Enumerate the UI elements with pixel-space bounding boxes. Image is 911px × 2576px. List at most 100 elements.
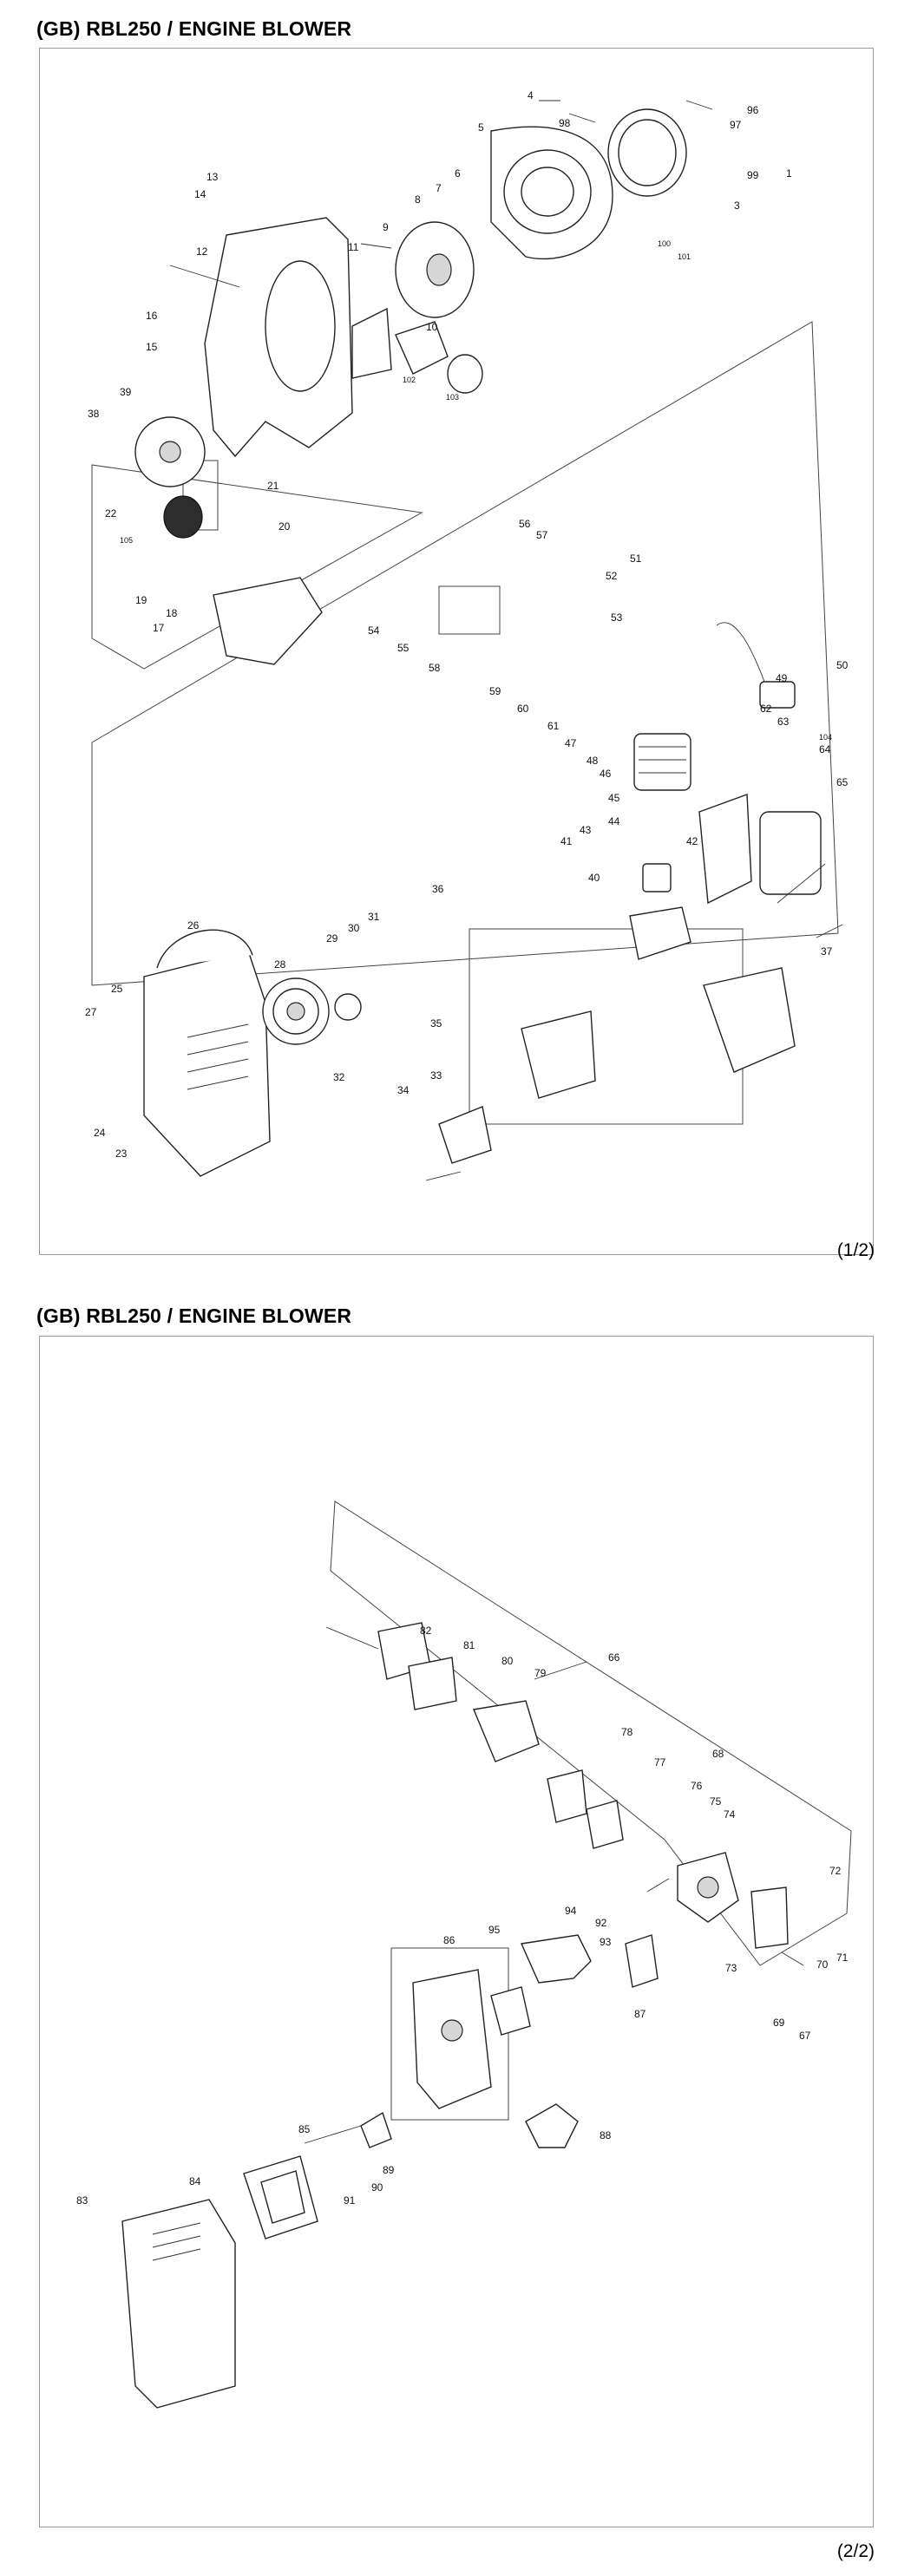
callout-27: 27 [85, 1006, 97, 1018]
callout-72: 72 [829, 1865, 842, 1877]
carburetor-cover [750, 1886, 789, 1949]
callout-91: 91 [344, 2194, 356, 2207]
page-number: (2/2) [836, 2541, 875, 2561]
callout-92: 92 [595, 1917, 607, 1929]
callout-14: 14 [194, 188, 206, 200]
callout-4: 4 [528, 89, 534, 101]
callout-23: 23 [115, 1147, 128, 1160]
impeller [395, 221, 475, 318]
bearing [334, 993, 362, 1021]
crankcase [703, 967, 796, 1073]
callout-87: 87 [634, 2008, 646, 2020]
callout-94: 94 [565, 1905, 577, 1917]
callout-67: 67 [799, 2030, 811, 2042]
callout-45: 45 [608, 792, 620, 804]
clamp-band [447, 354, 483, 394]
handle-bracket [438, 1106, 492, 1164]
callout-35: 35 [430, 1017, 442, 1030]
callout-56: 56 [519, 518, 531, 530]
grouping-box [390, 1947, 509, 2121]
callout-43: 43 [580, 824, 592, 836]
callout-24: 24 [94, 1127, 106, 1139]
callout-41: 41 [560, 835, 573, 847]
recoil-starter [262, 977, 330, 1045]
gasket [490, 1986, 531, 2036]
callout-73: 73 [725, 1962, 737, 1974]
nozzle-elbow [395, 321, 449, 375]
callout-53: 53 [611, 611, 623, 624]
gasket-plate [408, 1657, 457, 1710]
callout-83: 83 [76, 2194, 88, 2207]
air-cleaner-cover [121, 2199, 236, 2409]
callout-79: 79 [534, 1667, 547, 1679]
callout-1: 1 [786, 167, 792, 180]
muffler [759, 811, 822, 895]
callout-16: 16 [146, 310, 158, 322]
diagram-frame: 66 67 68 69 70 71 72 73 74 75 76 77 78 7… [39, 1336, 874, 2527]
callout-3: 3 [734, 199, 740, 212]
callout-93: 93 [600, 1936, 612, 1948]
callout-38: 38 [88, 408, 100, 420]
callout-81: 81 [463, 1639, 475, 1651]
callout-34: 34 [397, 1084, 410, 1096]
callout-76: 76 [691, 1780, 703, 1792]
callout-71: 71 [836, 1952, 849, 1964]
callout-42: 42 [686, 835, 698, 847]
callout-13: 13 [206, 171, 219, 183]
fan-cover [490, 126, 613, 260]
callout-9: 9 [383, 221, 389, 233]
callout-49: 49 [776, 672, 788, 684]
filter-element [243, 2155, 318, 2239]
callout-52: 52 [606, 570, 618, 582]
callout-30: 30 [348, 922, 360, 934]
callout-69: 69 [773, 2017, 785, 2029]
callout-17: 17 [153, 622, 165, 634]
recoil-ring [607, 108, 687, 197]
callout-32: 32 [333, 1071, 345, 1083]
callout-82: 82 [420, 1625, 432, 1637]
callout-64: 64 [819, 743, 831, 755]
page-title: (GB) RBL250 / ENGINE BLOWER [36, 1304, 352, 1327]
engine-cover [143, 929, 271, 1177]
callout-40: 40 [588, 872, 600, 884]
callout-22: 22 [105, 507, 117, 520]
callout-18: 18 [166, 607, 178, 619]
callout-39: 39 [120, 386, 132, 398]
crankshaft [629, 906, 691, 960]
callout-26: 26 [187, 919, 200, 932]
callout-61: 61 [547, 720, 560, 732]
callout-47: 47 [565, 737, 577, 749]
callout-99: 99 [747, 169, 759, 181]
exploded-parts-diagram: 1 3 4 5 6 7 8 9 10 11 12 13 14 15 16 17 … [85, 89, 849, 1181]
ignition-lead [716, 622, 765, 683]
callout-44: 44 [608, 815, 620, 827]
carburetor [677, 1852, 739, 1923]
grouping-plane [91, 464, 423, 670]
flywheel [134, 416, 206, 487]
callout-102: 102 [403, 376, 416, 384]
cylinder [633, 733, 691, 791]
callout-78: 78 [621, 1726, 633, 1738]
callout-20: 20 [279, 520, 291, 533]
callout-80: 80 [501, 1655, 514, 1667]
callout-105: 105 [120, 536, 133, 545]
callout-90: 90 [371, 2181, 383, 2194]
callout-labels: 1 3 4 5 6 7 8 9 10 11 12 13 14 15 16 17 … [85, 89, 849, 1160]
bracket [520, 1934, 592, 1984]
callout-62: 62 [760, 703, 772, 715]
callout-77: 77 [654, 1756, 666, 1769]
air-cleaner-case [412, 1969, 492, 2109]
callout-86: 86 [443, 1934, 456, 1946]
callout-29: 29 [326, 932, 338, 945]
callout-5: 5 [478, 121, 484, 134]
callout-25: 25 [111, 983, 123, 995]
callout-60: 60 [517, 703, 529, 715]
exploded-parts-diagram: 66 67 68 69 70 71 72 73 74 75 76 77 78 7… [76, 1500, 852, 2409]
callout-65: 65 [836, 776, 849, 788]
callout-74: 74 [724, 1808, 736, 1821]
diaphragm [586, 1800, 624, 1849]
callout-103: 103 [446, 393, 459, 402]
muffler-bracket [698, 794, 752, 905]
callout-89: 89 [383, 2164, 395, 2176]
callout-28: 28 [274, 958, 286, 971]
